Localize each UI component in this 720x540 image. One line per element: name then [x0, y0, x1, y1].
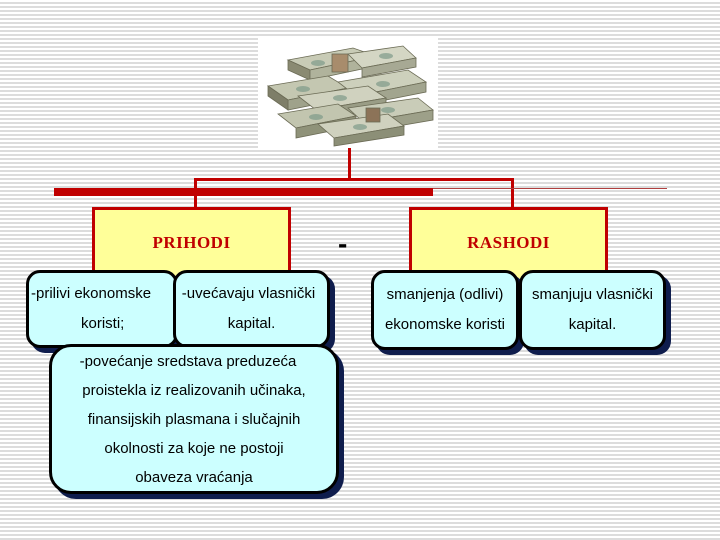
- decorative-thick-bar: [54, 188, 433, 196]
- minus-operator: -: [338, 228, 348, 259]
- prihodi-title: PRIHODI: [152, 233, 231, 252]
- connector-right-drop: [511, 178, 514, 208]
- money-icon: [266, 45, 434, 147]
- note-line: smanjenja (odlivi): [386, 286, 504, 303]
- note-line: -povećanje sredstava preduzeća: [79, 352, 297, 370]
- note-line: -uvećavaju vlasnički: [181, 285, 316, 302]
- note-line: kapital.: [227, 315, 276, 332]
- prihodi-note-assets: -povećanje sredstava preduzeća proistekl…: [49, 344, 339, 494]
- note-line: koristi;: [81, 315, 125, 332]
- note-line: obaveza vraćanja: [135, 468, 253, 486]
- rashodi-note-outflows: smanjenja (odlivi) ekonomske koristi: [371, 270, 519, 350]
- note-line: smanjuju vlasnički: [532, 286, 653, 303]
- money-stack-image: [258, 38, 438, 150]
- rashodi-title: RASHODI: [467, 233, 550, 252]
- connector-horizontal-top: [194, 178, 514, 181]
- prihodi-note-capital: -uvećavaju vlasnički kapital.: [173, 270, 330, 348]
- connector-vertical-main: [348, 148, 351, 181]
- note-line: -prilivi ekonomske: [31, 285, 152, 302]
- rashodi-note-capital: smanjuju vlasnički kapital.: [519, 270, 666, 350]
- prihodi-note-inflows: -prilivi ekonomske koristi;: [26, 270, 178, 348]
- note-line: finansijskih plasmana i slučajnih: [87, 410, 301, 428]
- note-line: proistekla iz realizovanih učinaka,: [82, 381, 306, 399]
- note-line: okolnosti za koje ne postoji: [104, 439, 284, 457]
- note-line: kapital.: [568, 316, 617, 333]
- decorative-thin-line: [433, 188, 667, 189]
- note-line: ekonomske koristi: [384, 316, 506, 333]
